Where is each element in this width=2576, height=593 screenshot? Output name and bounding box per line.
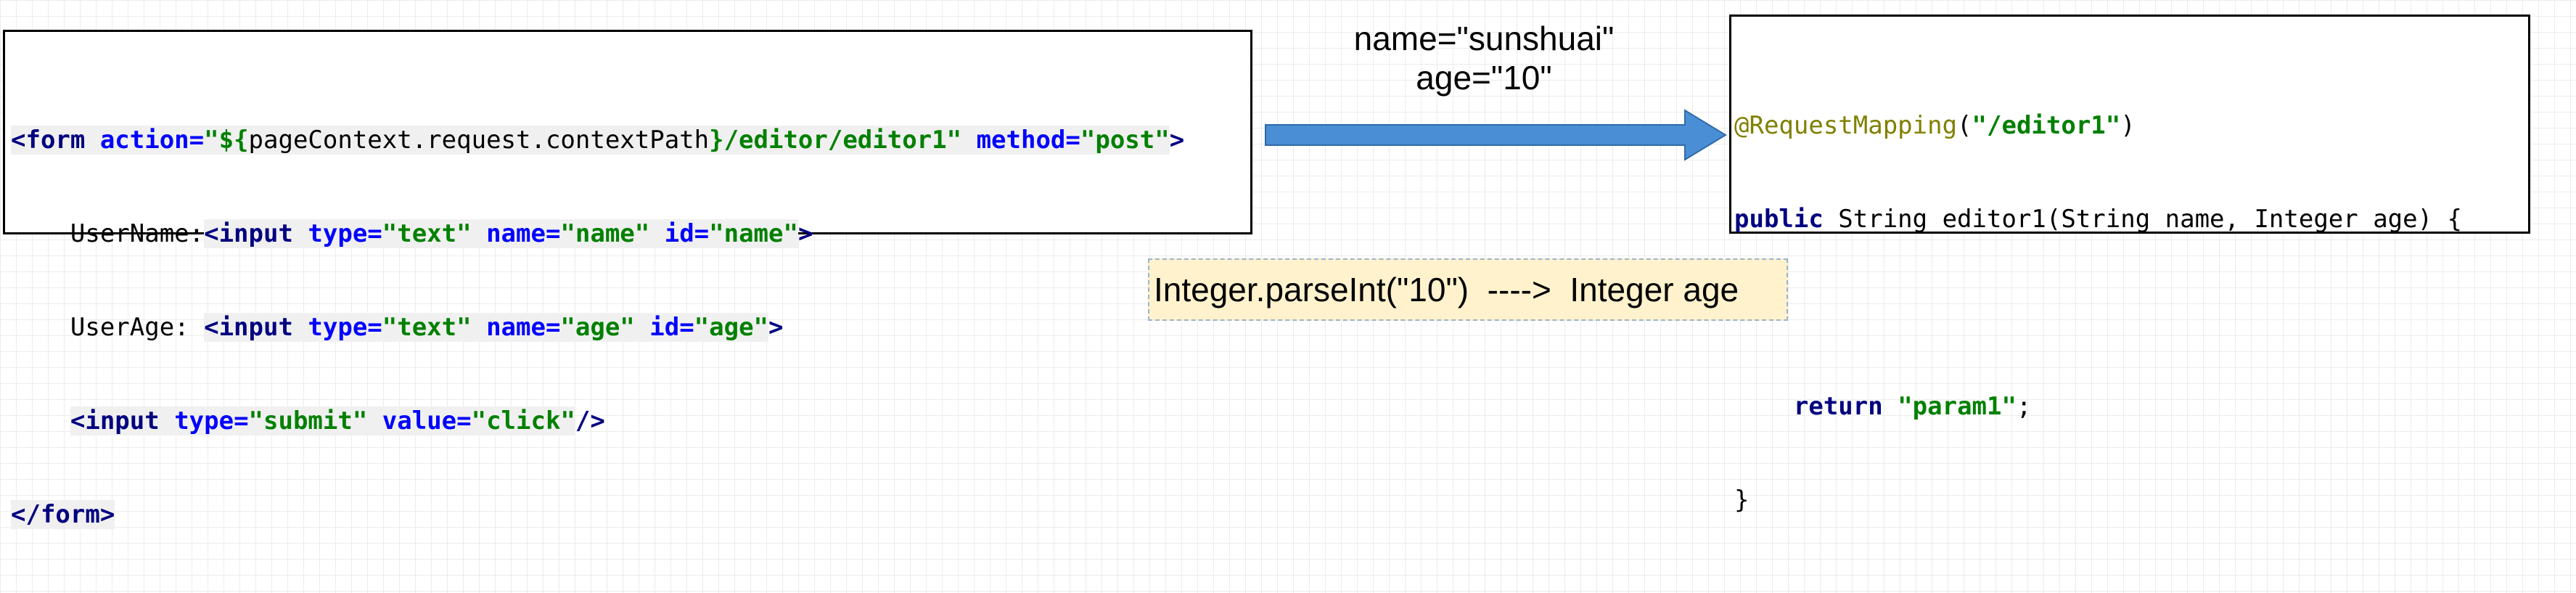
param-name-label: name="sunshuai" [1353, 20, 1615, 57]
controller-code-line-4: return "param1"; [1793, 392, 2032, 421]
form-code-line-5: </form> [11, 500, 115, 529]
conversion-note: Integer.parseInt("10") ----> Integer age [1148, 258, 1788, 321]
param-age-label: age="10" [1416, 59, 1552, 97]
form-code-line-1: <form action="${pageContext.request.cont… [11, 126, 1185, 155]
form-code-line-4: <input type="submit" value="click"/> [70, 406, 605, 435]
form-code-line-3: UserAge: <input type="text" name="age" i… [11, 313, 784, 342]
controller-code-box: @RequestMapping("/editor1") public Strin… [1729, 15, 2530, 515]
form-code-box: <form action="${pageContext.request.cont… [3, 30, 1252, 529]
right-arrow-icon [1265, 109, 1727, 161]
controller-code-line-1: @RequestMapping("/editor1") [1734, 111, 2136, 140]
controller-code-line-5: } [1734, 486, 1750, 515]
controller-code-line-3 [1734, 298, 2462, 329]
form-code-line-2: UserName:<input type="text" name="name" … [11, 219, 813, 248]
flow-arrow [1265, 109, 1727, 161]
form-code-block: <form action="${pageContext.request.cont… [11, 62, 1184, 593]
controller-code-line-2: public String editor1(String name, Integ… [1734, 205, 2463, 234]
controller-code-block: @RequestMapping("/editor1") public Strin… [1734, 48, 2462, 578]
